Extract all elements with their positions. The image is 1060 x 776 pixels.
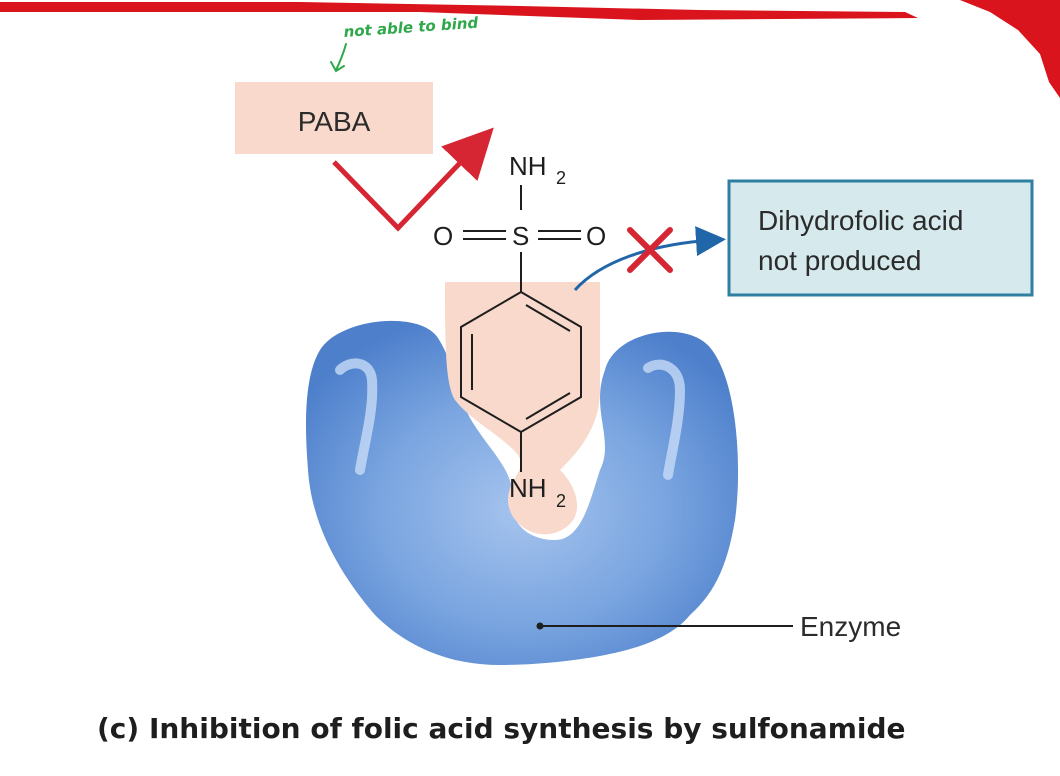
red-check-arrow-icon	[332, 127, 494, 232]
paba-box: PABA	[235, 82, 433, 154]
result-box: Dihydrofolic acid not produced	[727, 179, 1034, 297]
bottom-nh-label: NH	[509, 473, 547, 503]
annotation-note: not able to bind	[343, 14, 479, 41]
red-highlighter-stroke	[0, 0, 1060, 98]
sulfur-label: S	[512, 221, 529, 251]
enzyme-highlight-right	[643, 359, 686, 480]
molecule-labels: NH 2 O S O NH 2	[433, 151, 606, 511]
bottom-nh-subscript: 2	[556, 491, 566, 511]
top-nh-label: NH	[509, 151, 547, 181]
top-nh-subscript: 2	[556, 168, 566, 188]
enzyme-label: Enzyme	[800, 611, 901, 642]
enzyme-highlight-left	[335, 358, 378, 475]
annotation-arrow-icon	[330, 43, 347, 73]
figure-caption: (c) Inhibition of folic acid synthesis b…	[97, 712, 906, 745]
sulfonamide-molecule	[460, 185, 582, 472]
oxygen-left-label: O	[433, 221, 453, 251]
handwritten-annotation: not able to bind	[330, 14, 479, 73]
enzyme-shape	[305, 320, 739, 665]
result-line-1: Dihydrofolic acid	[758, 205, 963, 236]
red-x-icon	[627, 227, 673, 273]
result-line-2: not produced	[758, 245, 921, 276]
binding-site-highlight	[445, 282, 600, 535]
paba-label: PABA	[298, 106, 371, 137]
blue-arrow-icon	[573, 226, 726, 291]
enzyme-pointer: Enzyme	[536, 611, 901, 642]
oxygen-right-label: O	[586, 221, 606, 251]
